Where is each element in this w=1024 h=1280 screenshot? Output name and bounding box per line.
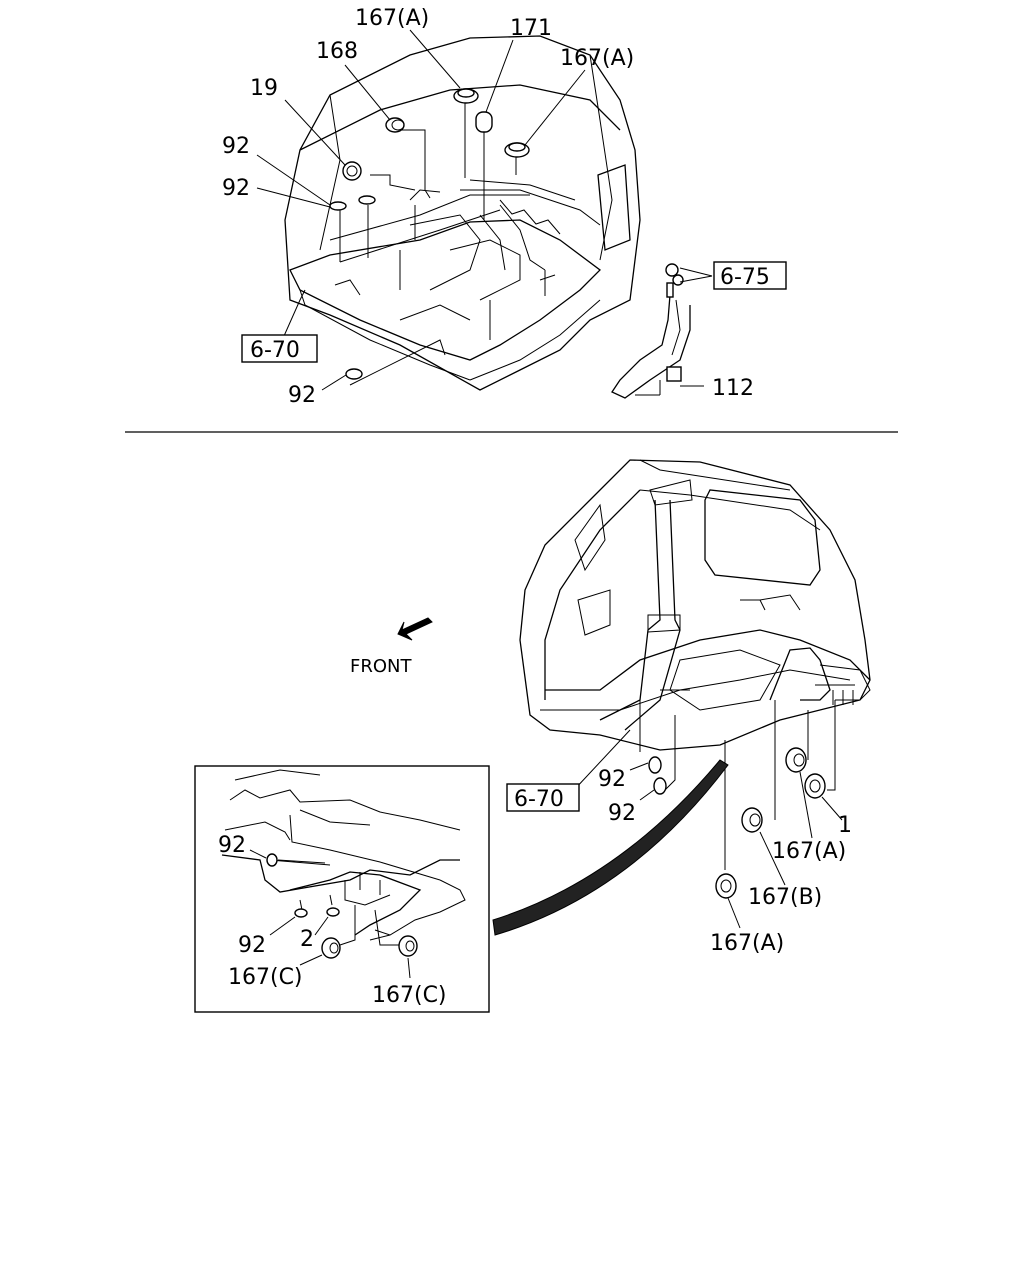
plug-92-inset-top bbox=[266, 853, 278, 867]
label-92-bottom-a: 92 bbox=[598, 767, 626, 792]
top-cab-view bbox=[284, 35, 691, 399]
ref-box-6-75 bbox=[713, 261, 787, 290]
label-92-b: 92 bbox=[222, 176, 250, 201]
plug-92-top-a bbox=[329, 201, 347, 211]
grommet-19 bbox=[342, 161, 362, 181]
label-167a-right: 167(A) bbox=[772, 839, 846, 864]
plug-171 bbox=[475, 111, 493, 133]
grommet-167c-left bbox=[321, 937, 341, 959]
label-19: 19 bbox=[250, 76, 278, 101]
top-view-parts bbox=[329, 88, 530, 380]
front-direction-marker: FRONT bbox=[350, 617, 433, 677]
ref-6-75: 6-75 bbox=[720, 265, 770, 290]
grommet-1 bbox=[804, 773, 826, 799]
bottom-view-parts bbox=[648, 747, 826, 899]
ref-box-6-70-top bbox=[241, 334, 318, 363]
ref-box-6-70-bottom bbox=[506, 783, 580, 812]
label-168: 168 bbox=[316, 39, 358, 64]
plug-92-top-b bbox=[358, 195, 376, 205]
label-112: 112 bbox=[712, 376, 754, 401]
top-view-leaders bbox=[256, 29, 713, 391]
top-view-labels: 167(A) 171 167(A) 168 19 92 92 6-70 92 6… bbox=[222, 6, 787, 408]
ref-6-70-bottom: 6-70 bbox=[514, 787, 564, 812]
label-167b: 167(B) bbox=[748, 885, 822, 910]
grommet-167a-bottom bbox=[715, 873, 737, 899]
bottom-cab-view bbox=[492, 459, 871, 936]
detail-inset: 92 92 2 167(C) 167(C) bbox=[194, 765, 490, 1013]
label-1: 1 bbox=[838, 813, 852, 838]
plug-92-bottom-b bbox=[653, 777, 667, 795]
plug-92-bottom-a bbox=[648, 756, 662, 774]
bottom-view-labels: 6-70 92 92 1 167(A) 167(B) 167(A) bbox=[506, 767, 852, 956]
label-167c-left: 167(C) bbox=[228, 965, 303, 990]
plug-2-inset bbox=[326, 907, 340, 917]
label-2-inset: 2 bbox=[300, 927, 314, 952]
inset-frame bbox=[194, 765, 490, 1013]
grommet-167b bbox=[741, 807, 763, 833]
label-92-a: 92 bbox=[222, 134, 250, 159]
grommet-167a-right bbox=[785, 747, 807, 773]
grommet-167c-right bbox=[398, 935, 418, 957]
label-92-bottom: 92 bbox=[288, 383, 316, 408]
grommet-168 bbox=[385, 117, 405, 133]
label-92-inset-bottom: 92 bbox=[238, 933, 266, 958]
front-label: FRONT bbox=[350, 656, 412, 677]
label-167a-bottom: 167(A) bbox=[710, 931, 784, 956]
label-167a-top-left: 167(A) bbox=[355, 6, 429, 31]
bottom-view-leaders bbox=[573, 729, 843, 929]
label-167a-top-right: 167(A) bbox=[560, 46, 634, 71]
plug-92-top-bottom bbox=[345, 368, 363, 380]
label-92-bottom-b: 92 bbox=[608, 801, 636, 826]
ref-6-70-top: 6-70 bbox=[250, 338, 300, 363]
label-92-inset-top: 92 bbox=[218, 833, 246, 858]
plug-92-inset-bottom bbox=[294, 908, 308, 918]
label-167c-right: 167(C) bbox=[372, 983, 447, 1008]
front-arrow-icon bbox=[397, 617, 433, 641]
label-171: 171 bbox=[510, 16, 552, 41]
